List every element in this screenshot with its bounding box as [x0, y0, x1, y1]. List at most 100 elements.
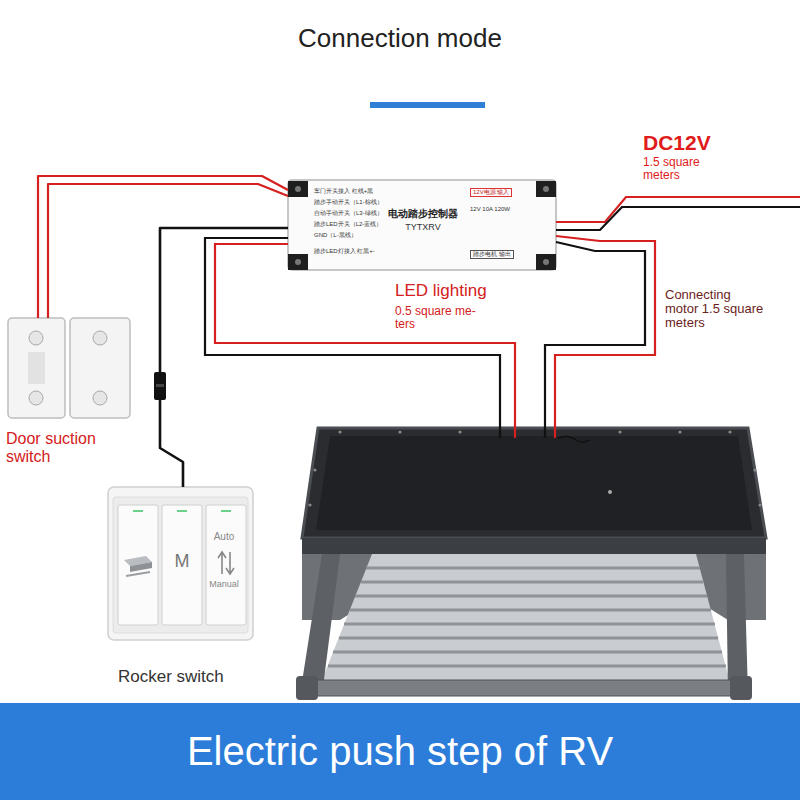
step-illustration: [618, 430, 621, 433]
controller-body: [536, 181, 556, 197]
power-wires: [556, 207, 800, 230]
wire-label: Connecting motor 1.5 square meters: [665, 288, 765, 330]
step-illustration: [296, 676, 318, 700]
step-illustration: [350, 609, 711, 612]
controller-body: [288, 180, 556, 270]
door-switch: [93, 331, 107, 345]
step-illustration: [366, 567, 700, 570]
step-illustration: [726, 554, 748, 695]
step-illustration: [730, 676, 752, 700]
step-illustration: [361, 581, 703, 584]
step-illustration: [758, 503, 761, 506]
step-illustration: [316, 436, 752, 530]
door-switch: [29, 391, 43, 405]
terminal-label: 车门开关接入 红线+黑: [314, 188, 373, 195]
terminal-label: 自动手动开关（L3-绿线）: [314, 210, 383, 217]
title-bar: [370, 102, 485, 108]
rocker-switch: [108, 487, 253, 640]
terminal-label: GND（L-黑线）: [314, 232, 357, 239]
power-wires: [556, 197, 800, 230]
step-illustration: [338, 430, 341, 433]
motor-wires: [545, 236, 655, 442]
terminal-label: 12V电源 输入: [470, 188, 512, 197]
rocker-switch: [218, 552, 226, 574]
door-switch: [8, 318, 65, 418]
step-illustration: [296, 428, 766, 700]
rocker-switch: MAutoManualRocker switch: [108, 487, 253, 640]
rocker-switch: [118, 505, 158, 625]
step-illustration: [313, 468, 316, 471]
part-label: Rocker switch: [118, 667, 224, 687]
door-switch: [70, 318, 130, 418]
wire-label: LED lighting: [395, 281, 487, 301]
motor-wires: [555, 236, 655, 438]
motor-wires: [545, 242, 645, 438]
step-illustration: [300, 680, 748, 696]
step-illustration: [318, 554, 732, 690]
step-illustration: [344, 623, 715, 626]
controller-body: [543, 186, 549, 192]
step-illustration: [302, 428, 766, 538]
door-switch-wire: [48, 184, 288, 318]
button-label: Auto: [204, 531, 244, 543]
step-illustration: [728, 430, 731, 433]
step-illustration: [355, 595, 707, 598]
step-illustration: [678, 430, 681, 433]
button-label: M: [162, 551, 202, 572]
rating-label: 12V 10A 120W: [470, 206, 510, 213]
door-switch: [29, 331, 43, 345]
power-wires: [556, 197, 800, 222]
rocker-switch: [226, 552, 234, 574]
rocker-switch: [108, 487, 253, 640]
led-wires: [215, 244, 515, 438]
controller-body: [288, 181, 308, 197]
terminal-label: 踏步LED灯接入 红黑+-: [314, 248, 375, 255]
page-title: Connection mode: [0, 24, 800, 54]
wire-gauge: 0.5 square me- ters: [395, 305, 487, 331]
device-title: 电动踏步控制器: [368, 208, 478, 220]
controller-body: [288, 254, 308, 270]
step-illustration: [608, 490, 612, 494]
terminal-label: 踏步手动开关（L1-棕线）: [314, 199, 383, 206]
rocker-switch: [133, 510, 143, 512]
door-switch-wire: [38, 176, 288, 318]
rocker-switch: [206, 505, 246, 625]
terminal-label: 踏步电机 输出: [470, 250, 514, 259]
brand-name: TYTXRV: [368, 222, 478, 232]
controller-body: [543, 259, 549, 265]
step-illustration: [753, 468, 756, 471]
step-illustration: [333, 651, 722, 654]
controller-body: [536, 254, 556, 270]
rocker-switch: [113, 497, 248, 633]
step-illustration: [339, 637, 718, 640]
step-illustration: [300, 554, 340, 695]
button-label: Manual: [204, 579, 244, 589]
rocker-switch-wire: [160, 228, 288, 487]
rocker-switch: [162, 505, 202, 625]
door-switch: [8, 318, 130, 418]
controller-body: [288, 180, 556, 270]
door-switch: [93, 391, 107, 405]
door-switch: [28, 352, 45, 384]
controller-body: [295, 259, 301, 265]
wire-plug: [156, 384, 164, 387]
rocker-switch: [130, 562, 152, 572]
step-illustration: [398, 430, 401, 433]
step-illustration: [328, 665, 726, 668]
rocker-switch: [177, 510, 187, 512]
rocker-switch-wire: [160, 228, 288, 487]
door-switch: Door suction switch: [8, 318, 130, 418]
controller-body: [295, 186, 301, 192]
led-wires: [205, 238, 515, 438]
wire-gauge: 1.5 square meters: [643, 156, 711, 182]
caption-text: Electric push step of RV: [0, 728, 800, 774]
terminal-label: 踏步LED开关（L2-蓝线）: [314, 221, 382, 228]
voltage-label: DC12V: [643, 131, 711, 155]
led-wires: [205, 238, 500, 438]
step-illustration: [308, 503, 311, 506]
caption-band: [0, 703, 800, 800]
rocker-switch: [221, 510, 231, 512]
part-label: Door suction switch: [6, 430, 132, 466]
